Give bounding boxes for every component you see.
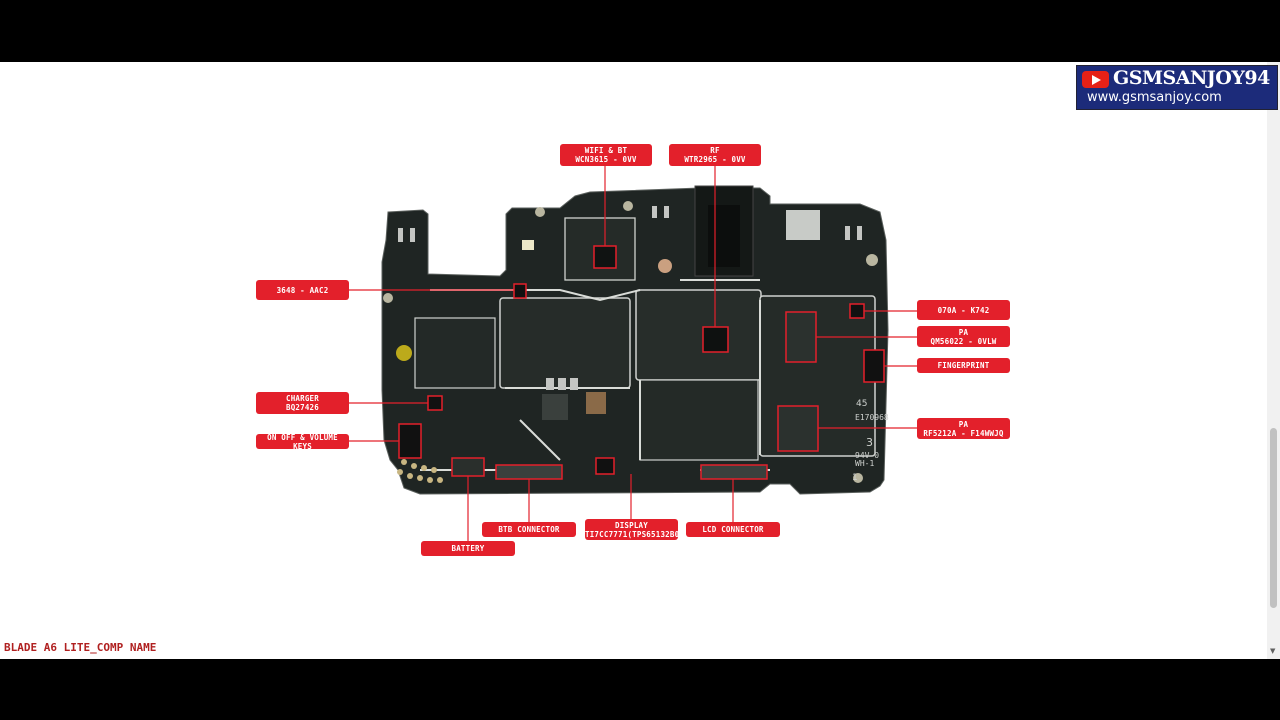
screw-hole <box>623 201 633 211</box>
label-btb-connector: BTB CONNECTOR <box>482 522 576 537</box>
label-070a: 070A - K742 <box>917 300 1010 320</box>
scroll-thumb[interactable] <box>1270 428 1277 608</box>
display-ic <box>595 457 615 475</box>
cpu-chip <box>542 394 568 420</box>
pad <box>857 226 862 240</box>
pa-rf-chip <box>777 405 819 452</box>
pad <box>652 206 657 218</box>
label-on-off-keys: ON OFF & VOLUME KEYS <box>256 433 349 451</box>
screw-hole <box>535 207 545 217</box>
pcb-diagram: E170968 94V-0 WH-1 3 1 45 <box>349 166 917 541</box>
pa-qm-chip <box>785 311 817 363</box>
fingerprint-connector <box>863 349 885 383</box>
pad <box>398 228 403 242</box>
vertical-scrollbar[interactable]: ▲ ▼ <box>1267 62 1280 659</box>
qr-code <box>786 210 820 240</box>
youtube-icon <box>1082 71 1109 88</box>
ic-3648 <box>513 283 527 299</box>
label-fingerprint: FINGERPRINT <box>917 358 1010 373</box>
rf-chip <box>702 326 729 353</box>
ic-070a <box>849 303 865 319</box>
screw-hole <box>866 254 878 266</box>
btb-connector <box>495 464 563 480</box>
pmic-area <box>414 317 496 389</box>
label-lcd-connector: LCD CONNECTOR <box>686 522 780 537</box>
screw-hole <box>658 259 672 273</box>
pad <box>664 206 669 218</box>
charger-ic <box>427 395 443 411</box>
board-num-2: 1 <box>852 473 858 483</box>
screw-hole <box>853 473 863 483</box>
watermark-url: www.gsmsanjoy.com <box>1087 90 1222 105</box>
pad <box>845 226 850 240</box>
rf-shield-area <box>635 289 762 381</box>
battery-connector <box>451 457 485 477</box>
scroll-down-icon[interactable]: ▼ <box>1270 647 1276 655</box>
board-code-2: 94V-0 <box>855 451 879 460</box>
lcd-connector <box>700 464 768 480</box>
audio-jack-inner <box>708 205 740 267</box>
led <box>522 240 534 250</box>
pad <box>410 228 415 242</box>
coil <box>558 378 566 390</box>
key-connector <box>398 423 422 459</box>
cursor-highlight <box>396 345 412 361</box>
screw-hole <box>383 293 393 303</box>
cpu-area <box>499 297 631 389</box>
board-num-3: 45 <box>856 399 867 409</box>
wifi-chip <box>593 245 617 269</box>
lower-area <box>639 379 759 461</box>
coil <box>546 378 554 390</box>
label-3648: 3648 - AAC2 <box>256 280 349 300</box>
board-code-3: WH-1 <box>855 459 874 468</box>
board-num: 3 <box>866 436 873 449</box>
pad-grid <box>397 459 443 483</box>
watermark-channel-name: GSMSANJOY94 <box>1113 67 1270 89</box>
coil <box>570 378 578 390</box>
leader-lines <box>349 166 917 541</box>
channel-watermark: GSMSANJOY94 www.gsmsanjoy.com <box>1076 65 1278 110</box>
document-title: BLADE A6 LITE_COMP NAME <box>4 641 157 654</box>
coil <box>586 392 606 414</box>
board-code-1: E170968 <box>855 413 889 422</box>
label-battery: BATTERY <box>421 541 515 556</box>
